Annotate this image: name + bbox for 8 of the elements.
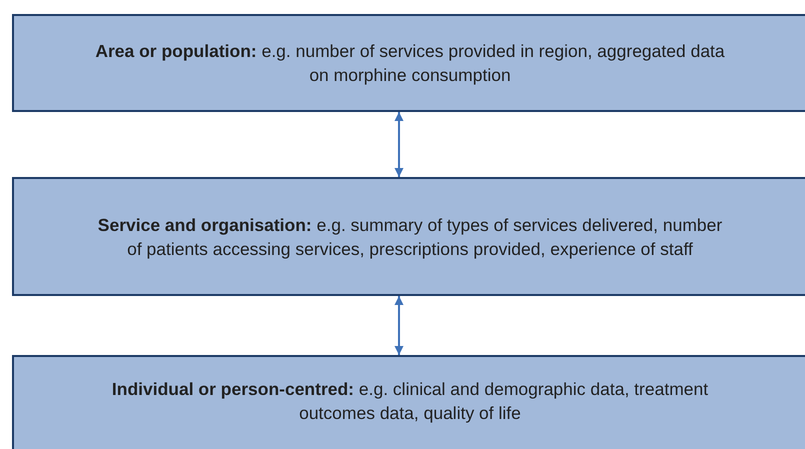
double-arrow <box>394 296 404 355</box>
process-box <box>12 355 805 449</box>
double-arrow <box>394 112 404 177</box>
box-text: Area or population: e.g. number of services provided in region, aggregated data on morphine consumption <box>94 40 726 87</box>
process-box <box>12 177 805 296</box>
process-box <box>12 14 805 112</box>
box-text: Individual or person-centred: e.g. clinical and demographic data, treatment outcomes data, quality of life <box>110 378 710 425</box>
box-text: Service and organisation: e.g. summary of types of services delivered, number of patients accessing services, prescriptions provided, experience of staff <box>96 214 724 260</box>
